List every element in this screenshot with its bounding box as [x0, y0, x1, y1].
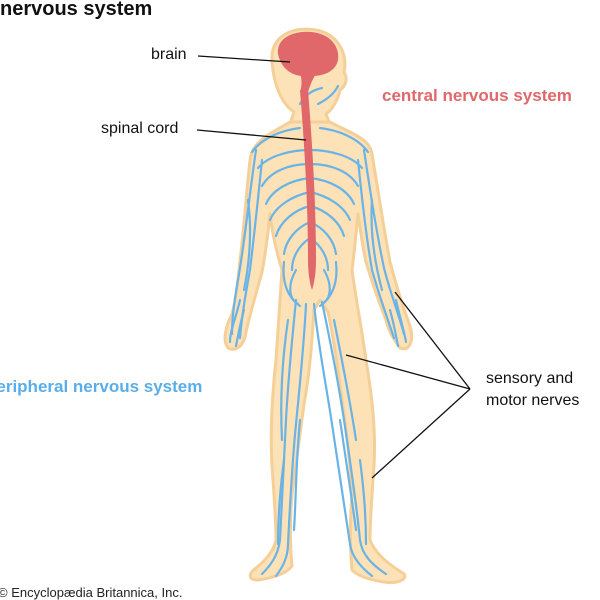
sensory-motor-label-line1: sensory and [486, 370, 574, 387]
brainstem-shape [300, 72, 316, 92]
nerves-leader-line-thigh [345, 354, 471, 390]
sensory-motor-label-line2: motor nerves [486, 392, 580, 409]
peripheral-nerves [228, 84, 408, 578]
brain-label: brain [151, 46, 187, 63]
brain-leader-line [197, 55, 291, 63]
copyright-credit: © Encyclopædia Britannica, Inc. [0, 585, 183, 600]
peripheral-nervous-system-label: peripheral nervous system [0, 377, 203, 396]
nerves-leader-line-arm [394, 291, 471, 390]
leader-lines [196, 55, 471, 479]
spinal-cord-leader-line [196, 129, 307, 141]
page-title: nervous system [0, 0, 153, 20]
nerves-leader-line-calf [371, 388, 471, 479]
central-nervous-system-label: central nervous system [382, 86, 572, 105]
spinal-cord-label: spinal cord [101, 120, 179, 137]
brain-shape [277, 31, 339, 77]
